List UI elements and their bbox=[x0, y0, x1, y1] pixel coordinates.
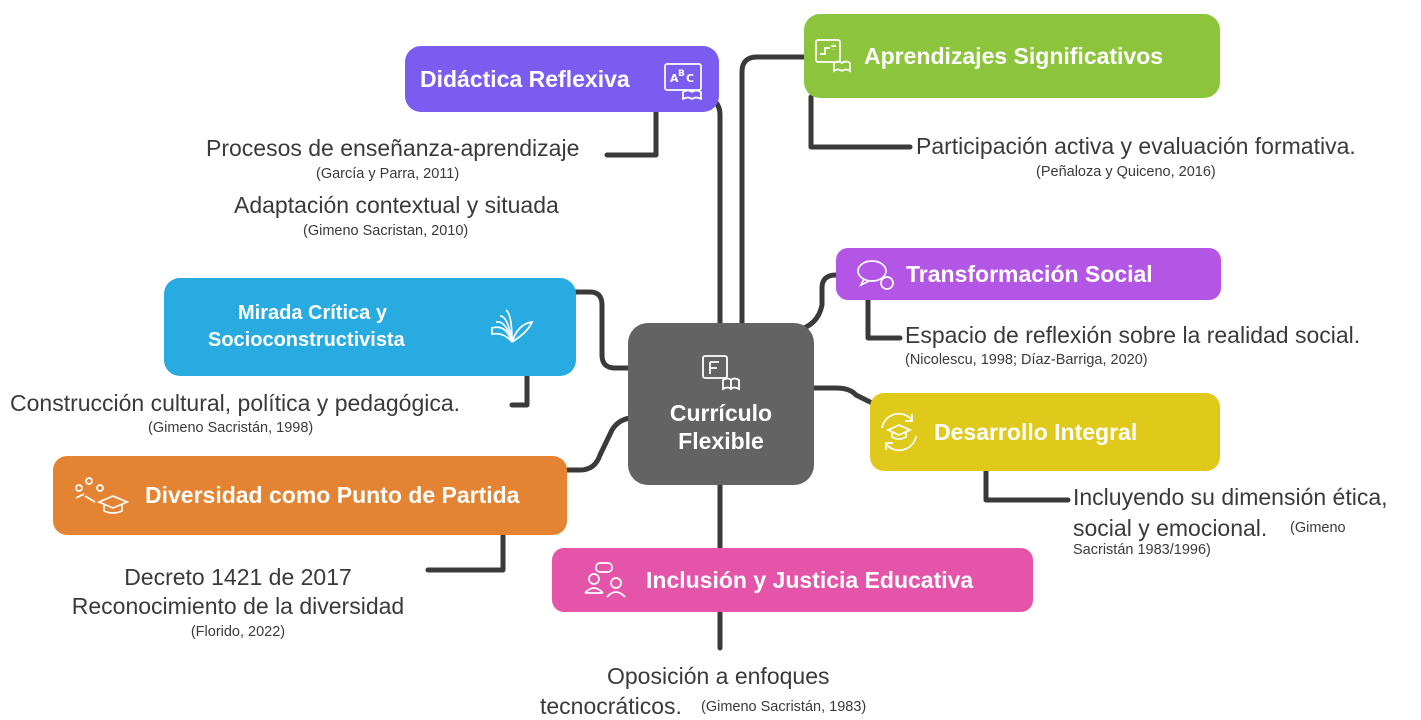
node-diversidad-label: Diversidad como Punto de Partida bbox=[145, 482, 520, 508]
didactica-text-2: Adaptación contextual y situada bbox=[234, 192, 559, 218]
svg-text:A: A bbox=[670, 72, 679, 85]
people-talking-icon bbox=[582, 561, 628, 599]
desarrollo-text-1: Incluyendo su dimensión ética, bbox=[1073, 484, 1388, 510]
inclusion-text-1: Oposición a enfoques bbox=[607, 663, 830, 689]
didactica-text-1: Procesos de enseñanza-aprendizaje bbox=[206, 135, 580, 161]
connector-desarrollo bbox=[811, 385, 877, 407]
connector-mirada bbox=[570, 289, 633, 371]
open-book-pages-icon bbox=[488, 304, 536, 346]
node-mirada-label-line2: Socioconstructivista bbox=[208, 329, 405, 351]
connector-aprendizajes bbox=[739, 54, 808, 328]
node-desarrollo-integral[interactable]: Desarrollo Integral bbox=[870, 393, 1220, 471]
node-aprendizajes-significativos[interactable]: Aprendizajes Significativos bbox=[804, 14, 1220, 98]
center-node-curriculo-flexible[interactable]: Currículo Flexible bbox=[628, 323, 814, 485]
diversidad-citation: (Florido, 2022) bbox=[190, 624, 286, 640]
desarrollo-citation-1: (Gimeno bbox=[1290, 520, 1346, 536]
connector-diversidad bbox=[564, 415, 633, 473]
connector-transformacion-text bbox=[865, 297, 903, 341]
center-label-line2: Flexible bbox=[678, 428, 764, 454]
node-didactica-reflexiva[interactable]: Didáctica Reflexiva A B C bbox=[405, 46, 719, 112]
connector-didactica-text bbox=[604, 107, 659, 158]
center-label-line1: Currículo bbox=[669, 400, 773, 426]
diversidad-text-block: Decreto 1421 de 2017 Reconocimiento de l… bbox=[48, 563, 428, 643]
inclusion-citation: (Gimeno Sacristán, 1983) bbox=[701, 699, 867, 715]
node-aprendizajes-label: Aprendizajes Significativos bbox=[864, 42, 1164, 69]
connector-mirada-text bbox=[509, 373, 530, 408]
connector-desarrollo-text bbox=[983, 467, 1071, 503]
node-inclusion[interactable]: Inclusión y Justicia Educativa bbox=[552, 548, 1033, 612]
graduation-cap-dots-icon bbox=[73, 476, 129, 516]
svg-text:C: C bbox=[686, 72, 694, 85]
node-desarrollo-label: Desarrollo Integral bbox=[934, 418, 1138, 445]
desarrollo-citation-2: Sacristán 1983/1996) bbox=[1073, 542, 1211, 558]
didactica-citation-2: (Gimeno Sacristan, 2010) bbox=[303, 223, 469, 239]
abc-book-icon: A B C bbox=[663, 62, 705, 100]
transformacion-citation: (Nicolescu, 1998; Díaz-Barriga, 2020) bbox=[905, 352, 1148, 368]
node-didactica-label: Didáctica Reflexiva bbox=[420, 65, 630, 92]
aprendizajes-text: Participación activa y evaluación format… bbox=[916, 133, 1356, 159]
node-mirada-label-line1: Mirada Crítica y bbox=[238, 302, 387, 324]
mirada-citation: (Gimeno Sacristán, 1998) bbox=[148, 420, 314, 436]
node-transformacion-label: Transformación Social bbox=[906, 260, 1153, 287]
graduation-cap-cycle-icon bbox=[876, 410, 922, 454]
presentation-board-book-icon bbox=[699, 353, 743, 393]
math-board-book-icon bbox=[814, 38, 852, 74]
connector-aprendizajes-text bbox=[808, 94, 913, 150]
connector-didactica bbox=[697, 94, 723, 328]
connector-diversidad-text bbox=[425, 532, 506, 573]
diversidad-text-1: Decreto 1421 de 2017 bbox=[124, 564, 352, 590]
speech-bubbles-icon bbox=[856, 257, 898, 291]
diversidad-text-2: Reconocimiento de la diversidad bbox=[71, 593, 405, 619]
aprendizajes-citation: (Peñaloza y Quiceno, 2016) bbox=[1036, 164, 1216, 180]
svg-text:B: B bbox=[678, 69, 685, 79]
inclusion-text-2: tecnocráticos. bbox=[540, 693, 682, 719]
node-inclusion-label: Inclusión y Justicia Educativa bbox=[646, 566, 974, 593]
node-diversidad[interactable]: Diversidad como Punto de Partida bbox=[53, 456, 567, 535]
mirada-text: Construcción cultural, política y pedagó… bbox=[10, 390, 461, 416]
transformacion-text: Espacio de reflexión sobre la realidad s… bbox=[905, 322, 1361, 348]
node-mirada-critica[interactable]: Mirada Crítica y Socioconstructivista bbox=[164, 278, 576, 376]
didactica-citation-1: (García y Parra, 2011) bbox=[316, 166, 460, 182]
connector-transformacion bbox=[795, 272, 843, 333]
desarrollo-text-2: social y emocional. bbox=[1073, 515, 1268, 541]
node-transformacion-social[interactable]: Transformación Social bbox=[836, 248, 1221, 300]
